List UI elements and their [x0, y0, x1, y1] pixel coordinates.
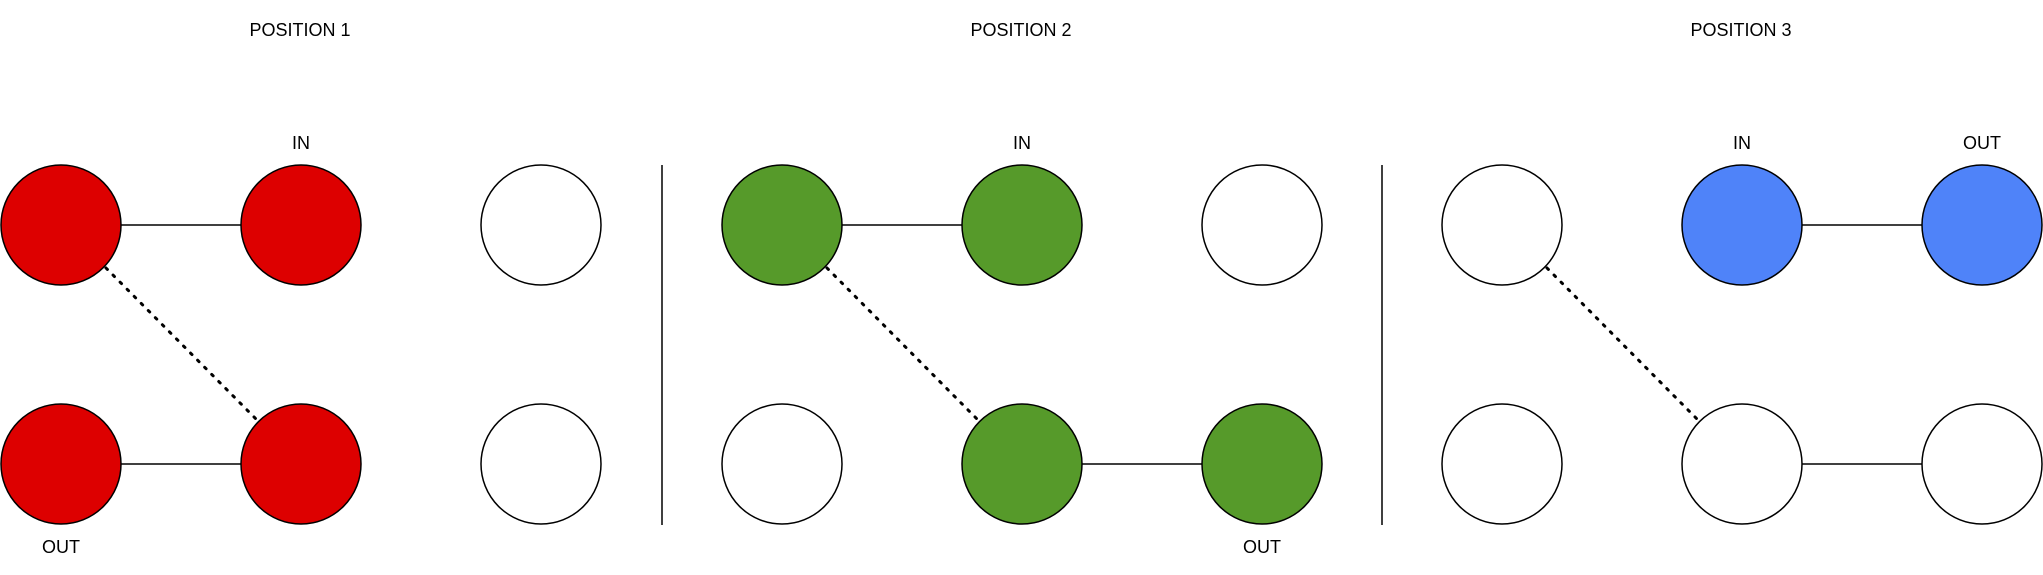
panel-3-dotted-link	[1545, 266, 1700, 422]
panel-2-node-bottom-3	[1201, 403, 1323, 525]
panel-1-node-top-1	[0, 164, 122, 286]
panel-2-node-top-3	[1201, 164, 1323, 286]
panel-1-node-bottom-2	[240, 403, 362, 525]
panel-1-in-label: IN	[292, 133, 310, 153]
panel-1-node-bottom-1	[0, 403, 122, 525]
panel-1-node-top-2	[240, 164, 362, 286]
panel-2-out-label: OUT	[1243, 537, 1281, 557]
panel-3-out-label: OUT	[1963, 133, 2001, 153]
panel-3-node-bottom-3	[1921, 403, 2043, 525]
panel-2-node-bottom-1	[721, 403, 843, 525]
panel-2-node-top-1	[721, 164, 843, 286]
panel-3-in-label: IN	[1733, 133, 1751, 153]
panel-2-title: POSITION 2	[970, 20, 1071, 40]
panel-3-node-bottom-2	[1681, 403, 1803, 525]
panel-3-title: POSITION 3	[1690, 20, 1791, 40]
panel-1-node-top-3	[480, 164, 602, 286]
panel-1-node-bottom-3	[480, 403, 602, 525]
panel-3-node-bottom-1	[1441, 403, 1563, 525]
panel-3-node-top-1	[1441, 164, 1563, 286]
panel-1-out-label: OUT	[42, 537, 80, 557]
panel-2-node-bottom-2	[961, 403, 1083, 525]
panel-2-dotted-link	[825, 266, 980, 422]
panel-2-node-top-2	[961, 164, 1083, 286]
panel-1-title: POSITION 1	[249, 20, 350, 40]
panel-3-node-top-2	[1681, 164, 1803, 286]
panel-1-dotted-link	[104, 266, 259, 422]
panel-3-node-top-3	[1921, 164, 2043, 286]
panel-2-in-label: IN	[1013, 133, 1031, 153]
